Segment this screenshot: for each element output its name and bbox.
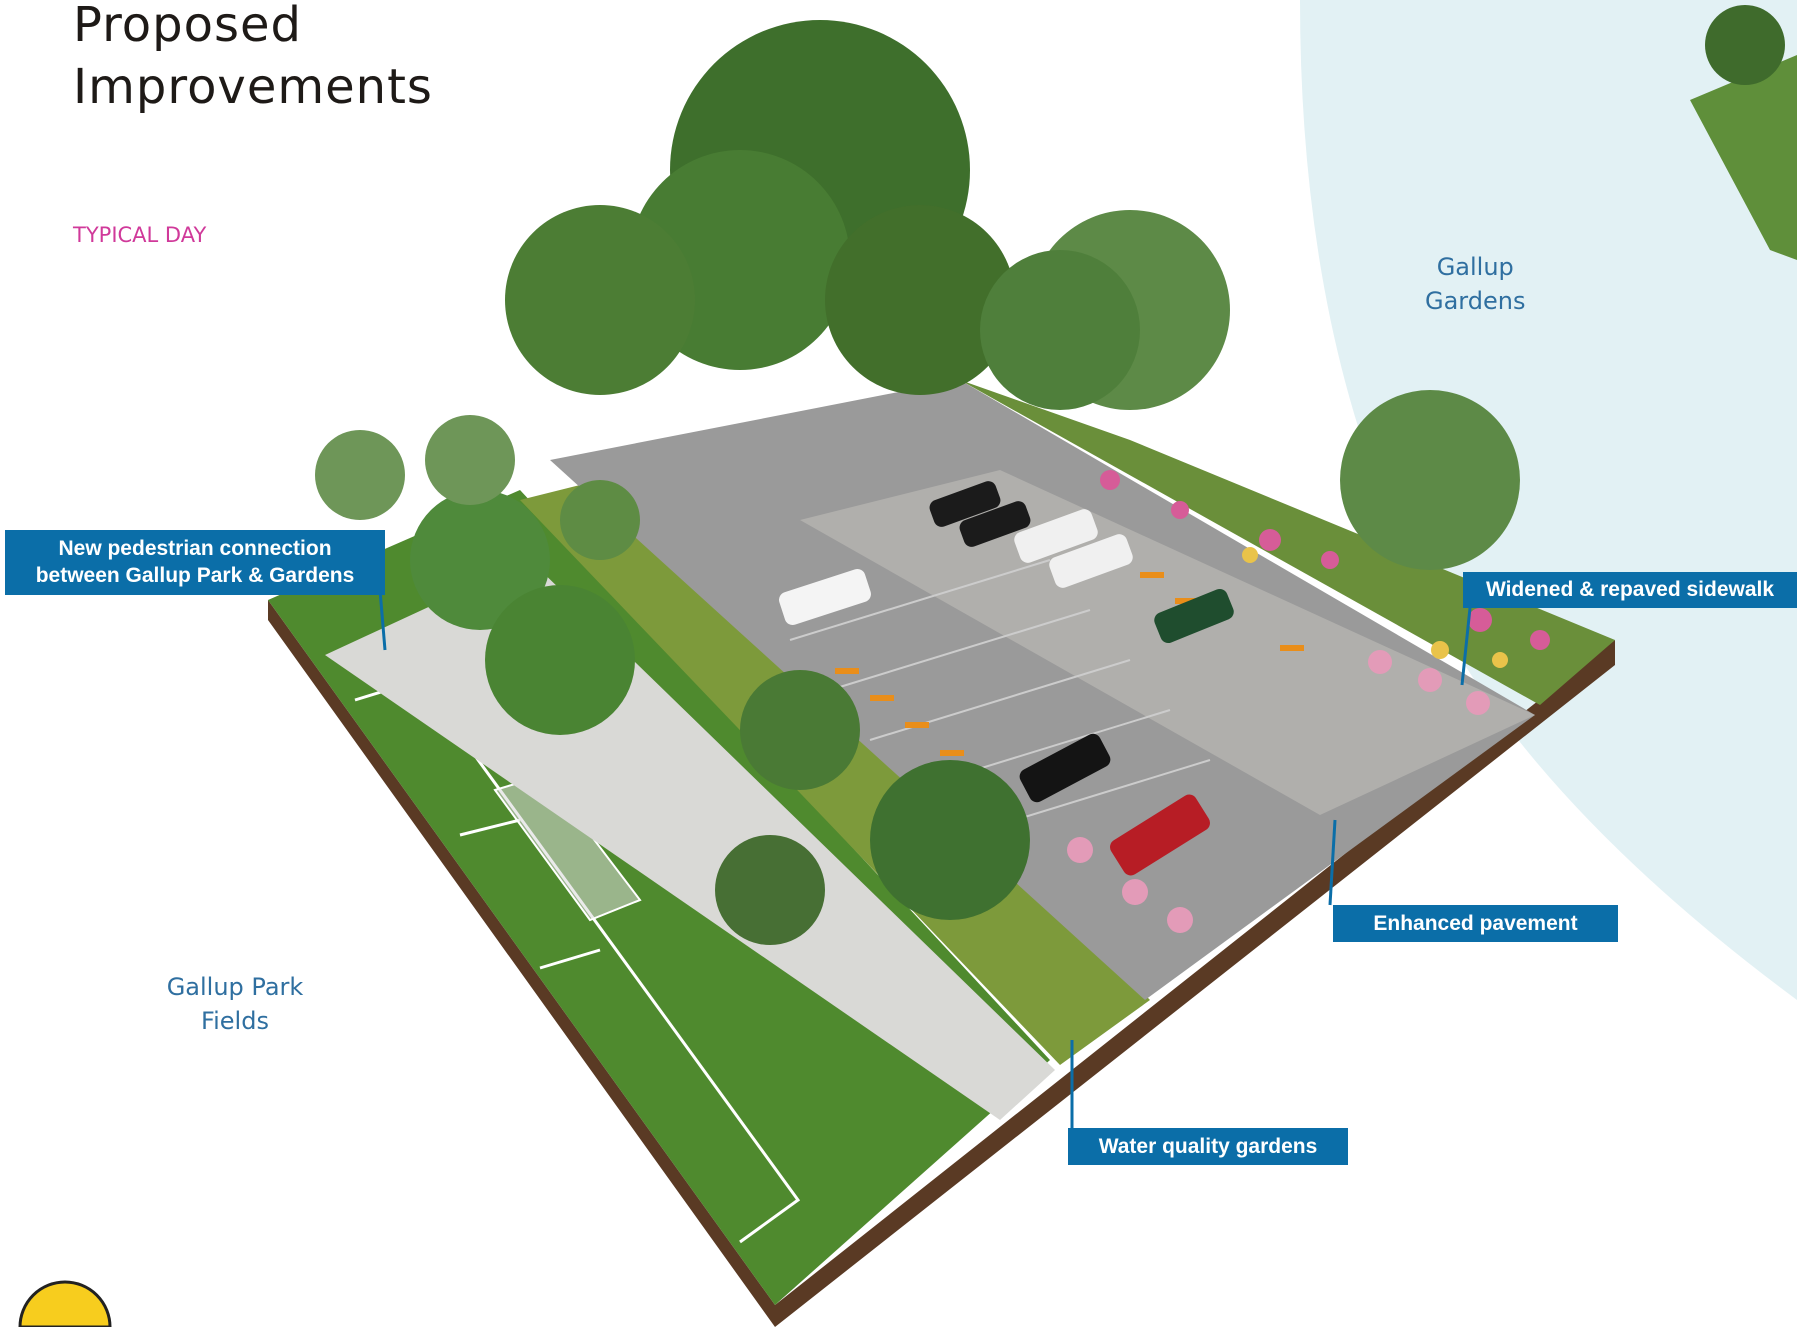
callout-enhanced-pavement: Enhanced pavement (1333, 905, 1618, 942)
cars (779, 481, 1234, 876)
field-line (459, 818, 521, 837)
callout-pavement-text: Enhanced pavement (1373, 912, 1578, 935)
gardens-label: Gallup Gardens (1425, 250, 1525, 318)
parking-pavement (550, 380, 1535, 1000)
flowers-yellow (1242, 547, 1508, 668)
callout-water-quality-gardens: Water quality gardens (1068, 1128, 1348, 1165)
far-grass-corner (1690, 55, 1797, 260)
scenario-label: TYPICAL DAY (73, 223, 207, 247)
flowers (1100, 470, 1550, 650)
corner-badge (18, 1280, 112, 1327)
field-line (539, 948, 601, 970)
gardens-label-line-1: Gallup (1436, 253, 1514, 281)
park-label-line-2: Fields (201, 1007, 269, 1035)
gardens-label-line-2: Gardens (1425, 287, 1526, 315)
leader-pavement (1328, 819, 1337, 906)
callout-widened-sidewalk: Widened & repaved sidewalk (1463, 572, 1797, 608)
title-line-1: Proposed (73, 0, 302, 53)
wheel-stops (835, 572, 1304, 756)
site-block-base (268, 600, 1615, 1327)
gardens-background-arc (1300, 0, 1797, 1000)
callout-pedestrian-line-1: New pedestrian connection (58, 537, 332, 560)
leader-sidewalk (1460, 607, 1472, 686)
callout-pedestrian-line-2: between Gallup Park & Gardens (35, 564, 355, 587)
callout-pedestrian-connection: New pedestrian connection between Gallup… (5, 530, 385, 595)
park-label: Gallup Park Fields (155, 970, 315, 1038)
page-title: Proposed Improvements (73, 0, 433, 118)
callout-sidewalk-text: Widened & repaved sidewalk (1485, 578, 1775, 601)
flower-bed (960, 380, 1615, 705)
planters (1067, 650, 1490, 933)
leader-pedestrian (378, 589, 387, 651)
callout-gardens-text: Water quality gardens (1098, 1135, 1318, 1158)
park-label-line-1: Gallup Park (166, 973, 304, 1001)
title-line-2: Improvements (73, 59, 433, 115)
trees (315, 5, 1785, 945)
